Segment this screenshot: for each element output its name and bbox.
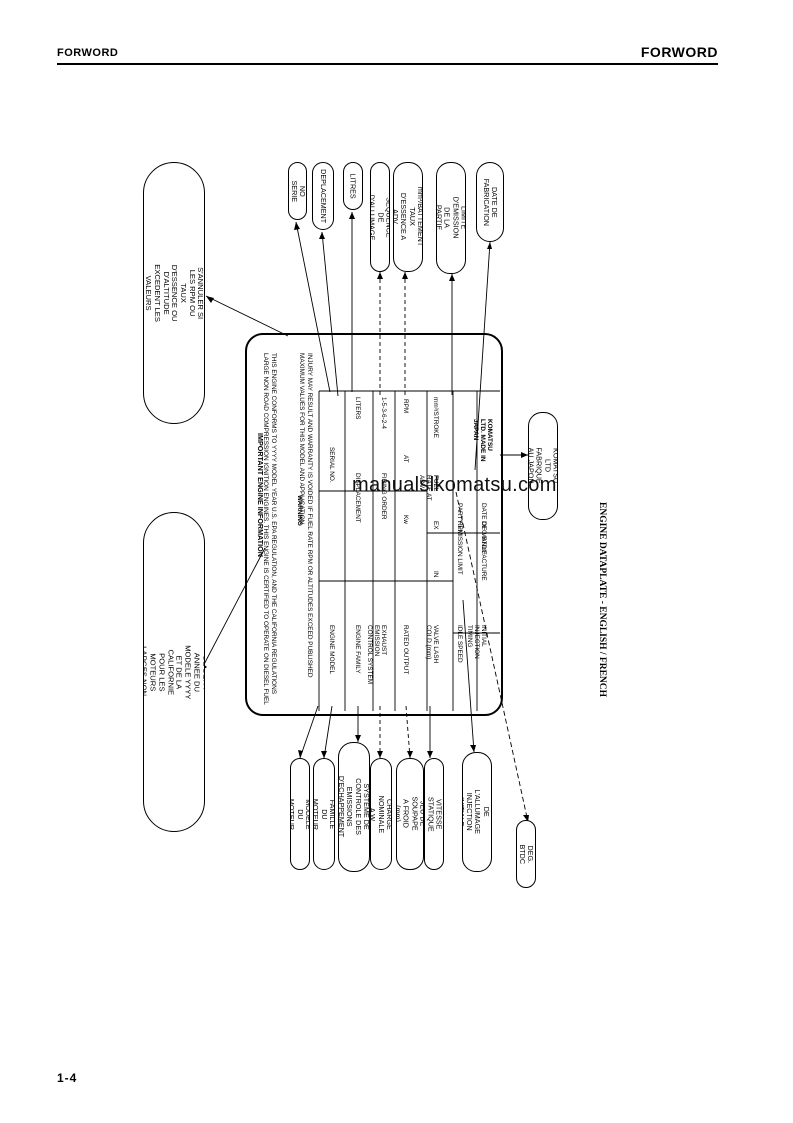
watermark: manualslkomatsu.com <box>352 474 557 496</box>
plate-ex: EX <box>432 521 439 530</box>
bubble-modele-moteur: MODELE DU MOTEUR <box>290 758 310 870</box>
bubble-limite-emission: LIMITE D'EMISSION DE LA PARTIE <box>436 162 466 274</box>
bubble-deplacement: DEPLACEMENT <box>312 162 334 230</box>
bubble-deg-btdc: DEG. BTDC <box>516 820 536 888</box>
plate-liters: LITERS <box>354 397 361 420</box>
plate-engine-model: ENGINE MODEL <box>328 625 335 675</box>
bubble-jeu-soupape: JEU DE SOUPAPE A FROID (mm) <box>396 758 424 870</box>
bubble-komatsu-fr: KOMATSU LTD FABRIQUE AU JAPON <box>528 412 558 520</box>
bubble-vitesse-statique: VITESSE STATIQUE <box>424 758 444 870</box>
header-left-title: FORWORD <box>57 47 119 59</box>
header-rule <box>57 63 718 65</box>
bubble-famille-moteur: FAMILLE DU MOTEUR <box>313 758 335 870</box>
bubble-modele-moteur-text: MODELE DU MOTEUR <box>290 798 310 830</box>
plate-at: AT <box>402 455 409 463</box>
plate-serial-no: SERIAL NO. <box>328 447 335 483</box>
bubble-deplacement-text: DEPLACEMENT <box>319 169 329 223</box>
bubble-systeme-controle: SYSTEME DE CONTROLE DES EMISSIONS D'ECHA… <box>338 742 370 872</box>
plate-grid <box>318 390 500 711</box>
bubble-vitesse-statique-text: VITESSE STATIQUE <box>426 796 444 832</box>
plate-date-of-manufacture: DATE OF MANUFACTURE <box>480 503 487 581</box>
plate-initial-injection: INITIAL INJECTION TIMING <box>465 625 487 659</box>
bubble-deg-btdc-text: DEG. BTDC <box>518 844 536 864</box>
bubble-litres-text: LITRES <box>349 173 359 199</box>
header-right-title: FORWORD <box>640 44 718 60</box>
plate-intro: THIS ENGINE CONFORMS TO YYYY MODEL YEAR … <box>262 353 277 705</box>
bubble-mm-battement: mm³/BATTEMENT TAUX D'ESSENCE A ADV <box>393 162 423 272</box>
bubble-mm-battement-text: mm³/BATTEMENT TAUX D'ESSENCE A ADV <box>393 187 423 247</box>
bubble-reglage-allumage-text: REGLAGE DE L'ALLUMAGE INJECTION INITIALE <box>462 789 492 835</box>
plate-kw: Kw <box>402 515 409 524</box>
bubble-charge-nominale-text: CHARGE NOMINALE A W <box>371 795 392 833</box>
plate-warning-text: INJURY MAY RESULT AND WARRANTY IS VOIDED… <box>298 353 313 678</box>
plate-idle-speed: IDLE SPEED <box>456 625 463 663</box>
plate-komatsu: KOMATSU LTD. MADE IN JAPAN <box>471 419 493 462</box>
bubble-jeu-soupape-text: JEU DE SOUPAPE A FROID (mm) <box>396 796 424 832</box>
plate-exhaust-emission: EXHAUST EMISSION CONTROL SYSTEM <box>365 625 387 685</box>
bubble-no-serie: NO SERIE <box>288 162 307 220</box>
bubble-limite-emission-text: LIMITE D'EMISSION DE LA PARTIE <box>436 197 466 239</box>
plate-firing-order-value: 1-5-3-6-2-4 <box>380 397 387 429</box>
engine-dataplate: IMPORTANT ENGINE INFORMATION THIS ENGINE… <box>245 333 503 716</box>
bubble-reglage-allumage: REGLAGE DE L'ALLUMAGE INJECTION INITIALE <box>462 752 492 872</box>
bubble-sequence-allumage: SEQUENCE DE D'ALLUMAGE <box>370 162 390 272</box>
figure-caption: ENGINE DATAPLATE - ENGLISH / FRENCH <box>597 502 607 698</box>
bubble-systeme-controle-text: SYSTEME DE CONTROLE DES EMISSIONS D'ECHA… <box>338 776 370 838</box>
plate-rpm: RPM <box>402 399 409 414</box>
plate-valve-lash: VALVE LASH COLD (mm) <box>424 625 439 664</box>
bubble-date-fabrication: DATE DE FABRICATION <box>476 162 504 242</box>
bubble-avertissement-text: AVERTISSEMENT DES BLESSURES PEUVENT RESU… <box>144 264 205 322</box>
plate-party-emission: PARTY EMISSION LIMIT <box>456 503 463 575</box>
bubble-no-serie-text: NO SERIE <box>289 180 307 202</box>
bubble-litres: LITRES <box>343 162 363 210</box>
bubble-avertissement: AVERTISSEMENT DES BLESSURES PEUVENT RESU… <box>143 162 205 424</box>
plate-rated-output: RATED OUTPUT <box>402 625 409 675</box>
plate-in: IN <box>432 571 439 578</box>
plate-engine-family: ENGINE FAMILY <box>354 625 361 674</box>
bubble-sequence-allumage-text: SEQUENCE DE D'ALLUMAGE <box>370 194 390 240</box>
plate-mm-stroke: mm³/STROKE <box>432 397 439 438</box>
bubble-charge-nominale: CHARGE NOMINALE A W <box>370 758 392 870</box>
bubble-famille-moteur-text: FAMILLE DU MOTEUR <box>313 798 335 830</box>
page-number: 1-4 <box>57 1071 78 1085</box>
bubble-date-fabrication-text: DATE DE FABRICATION <box>482 178 500 226</box>
